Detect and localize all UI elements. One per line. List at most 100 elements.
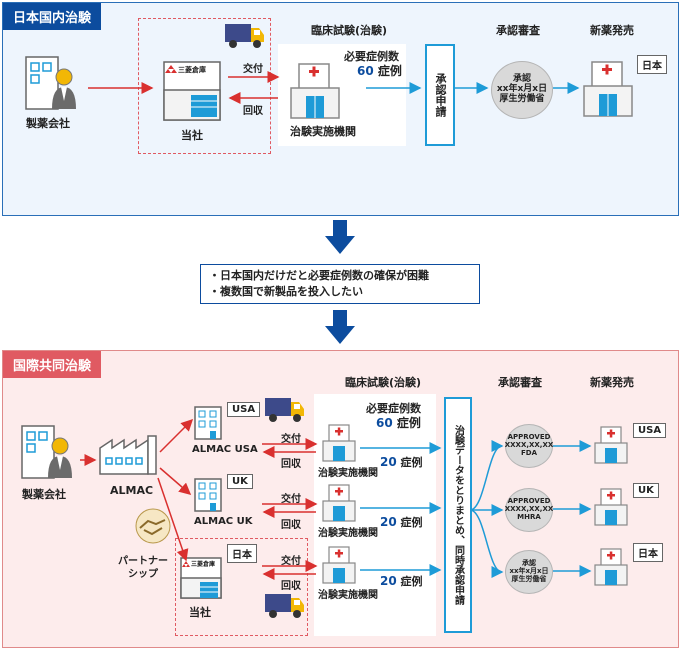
usa-cases: 20 bbox=[380, 455, 397, 469]
launch-header: 新薬発売 bbox=[590, 24, 634, 37]
intl-pharma-label: 製薬会社 bbox=[22, 488, 66, 501]
launch-country-badge: 日本 bbox=[637, 55, 667, 74]
intl-company-dashed-box bbox=[175, 538, 308, 636]
uk-deliver-label: 交付 bbox=[281, 494, 301, 505]
mhra-approval-line-2: XXXX,XX,XX bbox=[504, 505, 554, 514]
required-count-row: 60 症例 bbox=[357, 62, 402, 79]
warehouse-icon bbox=[163, 61, 221, 121]
fda-approval-line-3: FDA bbox=[520, 448, 537, 457]
japan-deliver-label: 交付 bbox=[281, 556, 301, 567]
mhra-approval-line-3: MHRA bbox=[517, 512, 541, 521]
reason-line-2: ・複数国で新製品を投入したい bbox=[209, 285, 363, 298]
intl-trial-header: 臨床試験(治験) bbox=[345, 376, 422, 389]
mhlw-approval-stamp: 承認 xx年x月x日 厚生労働省 bbox=[505, 550, 553, 594]
company-dashed-box bbox=[138, 18, 271, 154]
domestic-tag: 日本国内治験 bbox=[3, 3, 102, 30]
usa-cases-unit: 症例 bbox=[400, 456, 423, 469]
uk-cases-unit: 症例 bbox=[400, 516, 423, 529]
japan-launch-icon bbox=[594, 548, 628, 586]
domestic-arrows bbox=[88, 71, 580, 104]
uk-cases: 20 bbox=[380, 515, 397, 529]
usa-site-label: 治験実施機関 bbox=[318, 468, 378, 479]
uk-collect-label: 回収 bbox=[281, 520, 301, 531]
warehouse-sign: 三菱倉庫 bbox=[178, 66, 206, 74]
usa-depot-badge: USA bbox=[227, 402, 261, 417]
hospital-icon bbox=[290, 63, 340, 119]
mhra-approval-line-1: APPROVED bbox=[507, 497, 551, 506]
international-tag: 国際共同治験 bbox=[3, 351, 102, 378]
intl-required-row: 60 症例 bbox=[376, 414, 421, 431]
japan-cases-row: 20 症例 bbox=[380, 573, 423, 589]
intl-warehouse-icon bbox=[180, 557, 222, 599]
intl-apply-box: 治験データをとりまとめ、同時承認申請 bbox=[444, 397, 472, 633]
almac-uk-label: ALMAC UK bbox=[194, 516, 253, 527]
japan-cases-unit: 症例 bbox=[400, 575, 423, 588]
reason-line-1: ・日本国内だけだと必要症例数の確保が困難 bbox=[209, 269, 429, 282]
almac-label: ALMAC bbox=[110, 484, 154, 497]
uk-launch-icon bbox=[594, 488, 628, 526]
cases-unit: 症例 bbox=[377, 64, 402, 78]
reason-message: ・日本国内だけだと必要症例数の確保が困難 ・複数国で新製品を投入したい bbox=[200, 264, 480, 304]
intl-required-label: 必要症例数 bbox=[366, 402, 421, 415]
pharma-label: 製薬会社 bbox=[26, 117, 70, 130]
usa-launch-badge: USA bbox=[633, 423, 667, 438]
uk-site-label: 治験実施機関 bbox=[318, 528, 378, 539]
intl-required-count: 60 bbox=[376, 416, 393, 430]
almac-factory-icon bbox=[99, 435, 157, 475]
usa-launch-icon bbox=[594, 426, 628, 464]
mhlw-approval-line-3: 厚生労働省 bbox=[511, 574, 547, 583]
intl-pharma-icon bbox=[21, 425, 72, 479]
uk-cases-row: 20 症例 bbox=[380, 514, 423, 530]
handshake-icon bbox=[135, 508, 171, 544]
almac-usa-label: ALMAC USA bbox=[192, 444, 258, 455]
approval-line-1: 承認 bbox=[512, 74, 531, 85]
required-count: 60 bbox=[357, 64, 374, 78]
launch-hospital-icon bbox=[583, 61, 633, 117]
required-label: 必要症例数 bbox=[344, 50, 399, 63]
site-label: 治験実施機関 bbox=[290, 125, 356, 138]
fda-approval-line-1: APPROVED bbox=[507, 433, 551, 442]
intl-cases-unit: 症例 bbox=[396, 416, 421, 430]
uk-depot-badge: UK bbox=[227, 474, 253, 489]
down-arrow-1 bbox=[325, 220, 355, 254]
partnership-label-2: シップ bbox=[128, 569, 158, 580]
usa-site-icon bbox=[322, 424, 356, 462]
pharma-company-icon bbox=[25, 56, 76, 110]
apply-box: 承認申請 bbox=[425, 44, 455, 146]
collect-label: 回収 bbox=[243, 106, 263, 117]
approval-stamp: 承認 xx年x月x日 厚生労働省 bbox=[491, 61, 553, 119]
mhra-approval-stamp: APPROVED XXXX,XX,XX MHRA bbox=[505, 488, 553, 532]
trial-header: 臨床試験(治験) bbox=[311, 24, 388, 37]
deliver-label: 交付 bbox=[243, 64, 263, 75]
fda-approval-stamp: APPROVED XXXX,XX,XX FDA bbox=[505, 424, 553, 468]
almac-uk-building-icon bbox=[194, 478, 222, 512]
usa-collect-label: 回収 bbox=[281, 459, 301, 470]
usa-deliver-label: 交付 bbox=[281, 434, 301, 445]
mhlw-approval-line-1: 承認 bbox=[522, 559, 536, 568]
japan-site-label: 治験実施機関 bbox=[318, 590, 378, 601]
intl-review-header: 承認審査 bbox=[498, 376, 542, 389]
japan-launch-badge: 日本 bbox=[633, 543, 663, 562]
uk-site-icon bbox=[322, 484, 356, 522]
japan-collect-label: 回収 bbox=[281, 581, 301, 592]
approval-line-3: 厚生労働省 bbox=[499, 93, 545, 104]
almac-usa-building-icon bbox=[194, 406, 222, 440]
company-label: 当社 bbox=[181, 129, 203, 142]
uk-launch-badge: UK bbox=[633, 483, 659, 498]
intl-company-label: 当社 bbox=[189, 606, 211, 619]
approval-line-2: xx年x月x日 bbox=[496, 84, 548, 95]
japan-truck-icon bbox=[265, 594, 304, 618]
japan-site-icon bbox=[322, 546, 356, 584]
down-arrow-2 bbox=[325, 310, 355, 344]
japan-cases: 20 bbox=[380, 574, 397, 588]
review-header: 承認審査 bbox=[496, 24, 540, 37]
japan-depot-badge: 日本 bbox=[227, 544, 257, 563]
mhlw-approval-line-2: xx年x月x日 bbox=[509, 567, 549, 576]
usa-truck-icon bbox=[265, 398, 304, 422]
truck-icon bbox=[225, 24, 264, 48]
partnership-label-1: パートナー bbox=[118, 556, 168, 567]
usa-cases-row: 20 症例 bbox=[380, 454, 423, 470]
intl-warehouse-sign: 三菱倉庫 bbox=[191, 561, 216, 568]
fda-approval-line-2: XXXX,XX,XX bbox=[504, 441, 554, 450]
